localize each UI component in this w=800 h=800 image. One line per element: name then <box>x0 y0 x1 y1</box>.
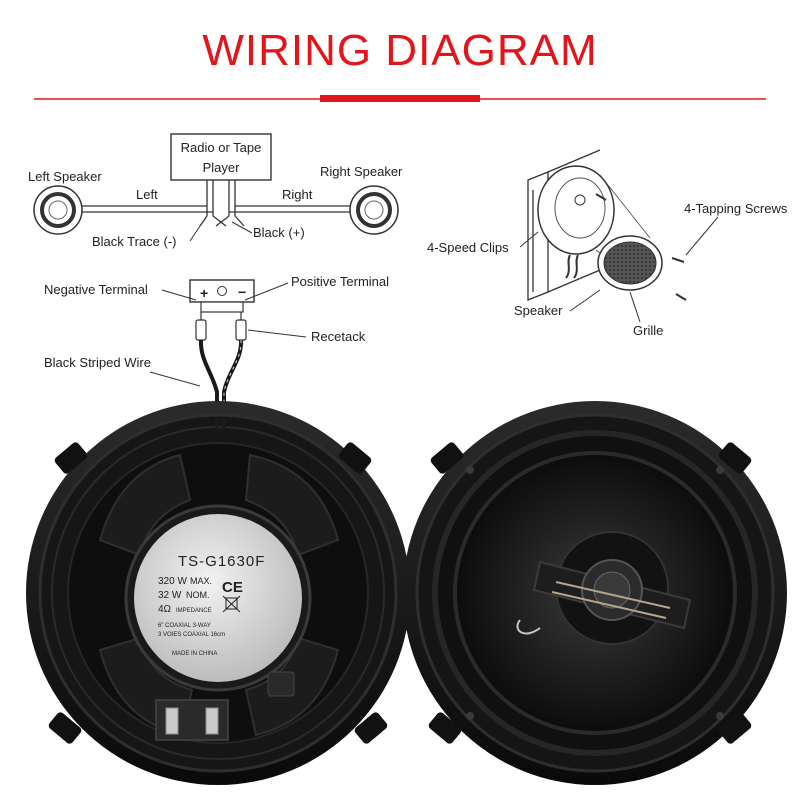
speed-clips-label: 4-Speed Clips <box>427 240 509 255</box>
wiring-leaders <box>189 221 253 242</box>
install-speaker-icon <box>537 165 615 279</box>
install-leaders <box>519 216 719 323</box>
receptacles <box>195 312 247 341</box>
power-nom-value: 32 W <box>158 590 182 601</box>
model-label: TS-G1630F <box>178 553 265 570</box>
wiring-diagram: Radio or Tape Player <box>28 133 403 418</box>
speaker-front-photo <box>403 401 787 785</box>
speaker-label: Speaker <box>514 303 563 318</box>
recycle-bin-icon <box>222 595 241 613</box>
mounting-tabs <box>48 442 388 744</box>
positive-terminal-label: Positive Terminal <box>291 274 389 289</box>
rim-screws <box>466 466 724 720</box>
left-label: Left <box>136 187 158 202</box>
speaker-terminals <box>155 671 295 741</box>
door-panel <box>527 149 601 301</box>
ce-mark: CE <box>222 579 243 596</box>
power-max-label: MAX. <box>190 576 212 586</box>
desc-line1: 6" COAXIAL 3-WAY <box>158 623 211 629</box>
back-wire <box>215 418 226 430</box>
black-striped-wire-label: Black Striped Wire <box>44 355 151 370</box>
install-diagram: 4-Tapping Screws 4-Speed Clips Speaker G… <box>427 149 788 338</box>
plus-sign: + <box>200 285 208 301</box>
black-trace-label: Black Trace (-) <box>92 234 177 249</box>
right-speaker-label: Right Speaker <box>320 164 403 179</box>
radio-label-line1: Radio or Tape <box>181 140 262 155</box>
terminal-leaders <box>149 282 307 387</box>
desc-line2: 3 VOIES COAXIAL 16cm <box>158 632 225 638</box>
title-rule-accent <box>320 95 480 102</box>
radio-wires <box>80 180 352 227</box>
tweeter-assembly <box>516 531 692 645</box>
power-nom-label: NOM. <box>186 590 210 600</box>
minus-sign: − <box>238 284 246 300</box>
left-speaker-icon <box>33 185 83 235</box>
grille-label: Grille <box>633 323 663 338</box>
page-title: WIRING DIAGRAM <box>202 26 598 75</box>
radio-label-line2: Player <box>203 160 241 175</box>
right-label: Right <box>282 187 313 202</box>
tapping-screws-label: 4-Tapping Screws <box>684 201 788 216</box>
power-max-value: 320 W <box>158 576 187 587</box>
front-mounting-tabs <box>428 442 752 744</box>
impedance-value: 4Ω <box>158 604 172 615</box>
speaker-back-photo: TS-G1630F 320 W MAX. 32 W NOM. 4Ω IMPEDA… <box>26 401 410 785</box>
terminal-block: + − <box>189 279 255 313</box>
left-speaker-label: Left Speaker <box>28 169 102 184</box>
black-plus-label: Black (+) <box>253 225 305 240</box>
grille-icon <box>597 235 663 291</box>
screw-icons <box>595 193 687 301</box>
made-in-label: MADE IN CHINA <box>172 651 217 657</box>
negative-terminal-label: Negative Terminal <box>44 282 148 297</box>
right-speaker-icon <box>349 185 399 235</box>
impedance-label: IMPEDANCE <box>176 608 212 614</box>
recetack-label: Recetack <box>311 329 366 344</box>
radio-box <box>170 133 272 181</box>
black-striped-wire <box>198 339 244 418</box>
